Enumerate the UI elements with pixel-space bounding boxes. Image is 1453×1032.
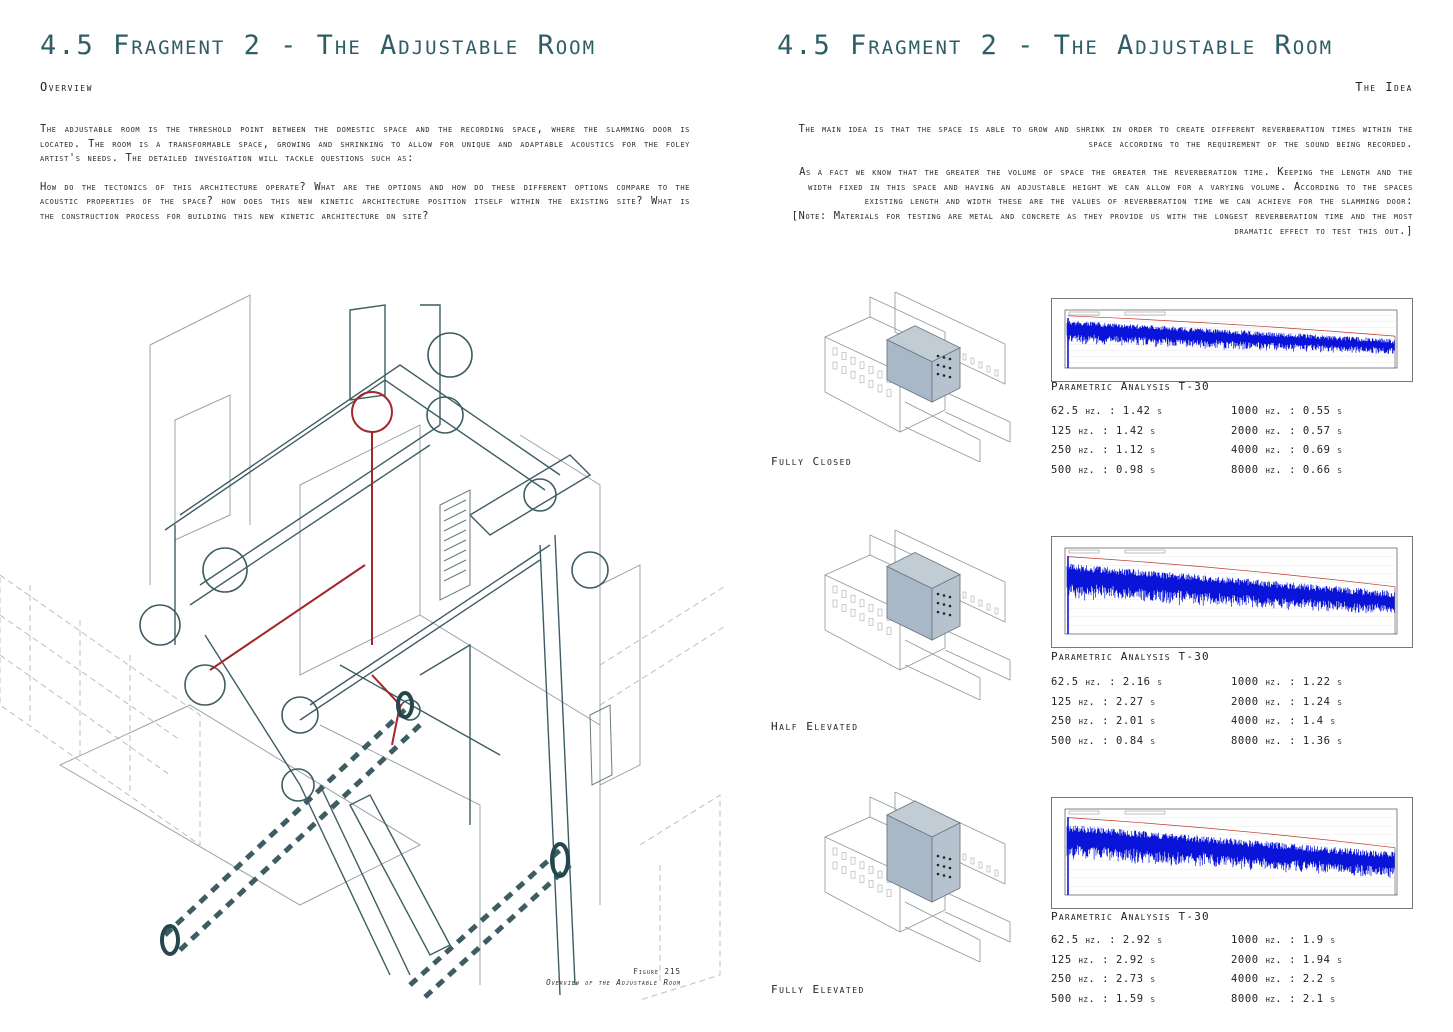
rt-value: 125 hz. : 1.42 s [1051,424,1156,437]
study-fully-closed: Fully Closed Logarithmic Energy Time Cur… [727,292,1453,532]
figure-number: Figure 215 [633,967,681,976]
rt-value: 250 hz. : 1.12 s [1051,444,1156,457]
figure-title: Overview of the Adjustable Room [546,978,681,987]
page-title-right: 4.5 Fragment 2 - The Adjustable Room [777,30,1334,61]
rt-value: 8000 hz. : 2.1 s [1231,993,1336,1006]
analysis-title: Parametric Analysis T-30 [1051,910,1210,923]
kinetic-structure-drawing [0,294,728,1001]
rt-value: 2000 hz. : 1.24 s [1231,695,1343,708]
rt-value: 62.5 hz. : 2.16 s [1051,676,1163,688]
analysis-title: Parametric Analysis T-30 [1051,650,1210,663]
rt-value: 4000 hz. : 1.4 s [1231,715,1336,728]
overview-paragraph-2: How do the tectonics of this architectur… [40,180,690,222]
rt-value: 125 hz. : 2.27 s [1051,695,1156,708]
rt-value: 2000 hz. : 0.57 s [1231,424,1343,437]
energy-time-curve-chart: Logarithmic Energy Time Curve [1051,797,1413,909]
rt-value: 62.5 hz. : 2.92 s [1051,934,1163,946]
section-label-overview: Overview [40,80,93,94]
idea-paragraph-1: The main idea is that the space is able … [798,123,1413,150]
rt-value: 8000 hz. : 0.66 s [1231,464,1343,477]
rt-value: 500 hz. : 1.59 s [1051,993,1156,1006]
right-page: 4.5 Fragment 2 - The Adjustable Room The… [727,0,1453,1026]
idea-paragraph-3: [Note: Materials for testing are metal a… [791,209,1413,237]
rt-value: 1000 hz. : 0.55 s [1231,405,1343,417]
page-title: 4.5 Fragment 2 - The Adjustable Room [40,30,597,61]
rt-value: 250 hz. : 2.73 s [1051,973,1156,986]
rt-value: 125 hz. : 2.92 s [1051,953,1156,966]
rt-value: 62.5 hz. : 1.42 s [1051,405,1163,417]
rt-value: 2000 hz. : 1.94 s [1231,953,1343,966]
state-label: Fully Closed [771,455,853,468]
rt-value: 1000 hz. : 1.9 s [1231,934,1336,946]
rt-value: 1000 hz. : 1.22 s [1231,676,1343,688]
analysis-title: Parametric Analysis T-30 [1051,380,1210,393]
room-thumbnail [824,792,1011,962]
overview-text: The adjustable room is the threshold poi… [40,122,690,238]
state-label: Half Elevated [771,720,859,733]
energy-time-curve-chart: Logarithmic Energy Time Curve [1051,536,1413,648]
overview-paragraph-1: The adjustable room is the threshold poi… [40,123,690,165]
rt-value: 500 hz. : 0.84 s [1051,735,1156,748]
state-label: Fully Elevated [771,983,865,996]
rt-value: 250 hz. : 2.01 s [1051,715,1156,728]
left-page: 4.5 Fragment 2 - The Adjustable Room Ove… [0,0,728,1026]
rt-value: 500 hz. : 0.98 s [1051,464,1156,477]
idea-paragraph-2: As a fact we know that the greater the v… [799,166,1413,208]
study-half-elevated: Half Elevated Logarithmic Energy Time Cu… [727,530,1453,770]
figure-caption: Figure 215 Overview of the Adjustable Ro… [546,966,681,988]
energy-time-curve-chart: Logarithmic Energy Time Curve [1051,298,1413,382]
idea-text: The main idea is that the space is able … [771,122,1413,252]
rt-value: 8000 hz. : 1.36 s [1231,735,1343,748]
section-label-idea: The Idea [1355,80,1413,94]
room-thumbnail [824,530,1011,700]
axonometric-drawing [0,285,728,1001]
study-fully-elevated: Fully Elevated Logarithmic Energy Time C… [727,792,1453,1032]
rt-value: 4000 hz. : 2.2 s [1231,973,1336,986]
room-thumbnail [824,292,1011,462]
rt-value: 4000 hz. : 0.69 s [1231,444,1343,457]
